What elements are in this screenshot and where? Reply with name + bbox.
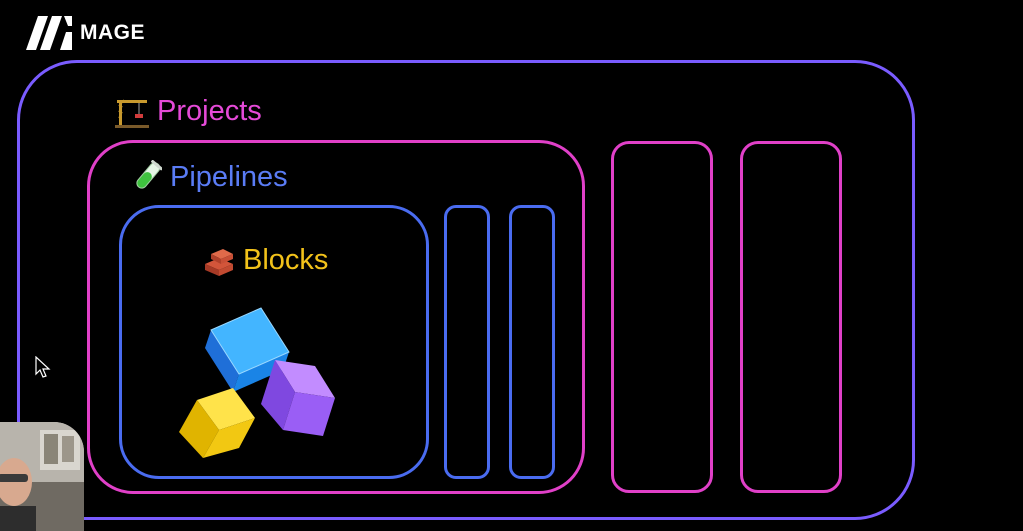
mouse-pointer-icon	[35, 355, 51, 383]
pipeline-column	[509, 205, 555, 479]
pipelines-heading: Pipelines	[132, 160, 288, 194]
mage-logo-icon	[26, 16, 72, 50]
crane-icon	[115, 96, 149, 128]
project-column	[740, 141, 842, 493]
purple-cube-icon	[261, 360, 335, 436]
cubes-illustration	[175, 300, 350, 470]
pipelines-label: Pipelines	[170, 160, 288, 193]
test-tube-icon	[132, 160, 162, 194]
pipeline-column	[444, 205, 490, 479]
blocks-label: Blocks	[243, 244, 329, 276]
blocks-heading: Blocks	[203, 244, 328, 277]
projects-label: Projects	[157, 95, 262, 127]
bricks-icon	[203, 246, 235, 276]
outer-container	[17, 60, 915, 520]
project-column	[611, 141, 713, 493]
project-container	[87, 140, 585, 494]
projects-heading: Projects	[115, 95, 262, 128]
webcam-overlay	[0, 422, 84, 531]
yellow-cube-icon	[179, 388, 255, 458]
brand-name: MAGE	[80, 21, 145, 44]
brand-logo: MAGE	[26, 16, 145, 50]
pipeline-container	[119, 205, 429, 479]
